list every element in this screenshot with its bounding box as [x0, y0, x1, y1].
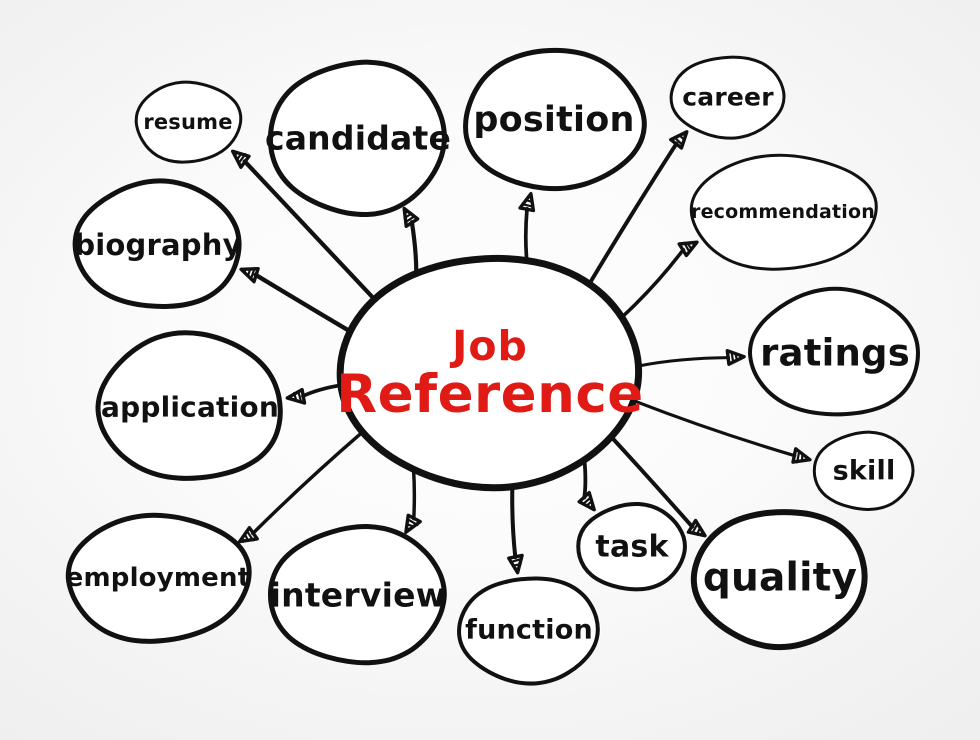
node-fill-skill: [814, 433, 914, 511]
arrowhead-icon: [518, 192, 536, 213]
node-bubble-task[interactable]: [576, 501, 687, 592]
node-fill-interview: [270, 527, 445, 664]
node-fill-position: [467, 49, 645, 190]
connector-job-reference-to-interview: [411, 468, 417, 521]
arrowhead-icon: [239, 267, 260, 284]
node-bubble-biography[interactable]: [72, 178, 242, 310]
connector-job-reference-to-application: [301, 383, 343, 398]
node-bubble-interview[interactable]: [267, 524, 447, 666]
node-bubble-skill[interactable]: [812, 430, 915, 511]
node-fill-task: [578, 503, 686, 589]
node-bubble-resume[interactable]: [134, 80, 243, 164]
connector-job-reference-to-skill: [633, 399, 797, 458]
node-bubble-application[interactable]: [95, 330, 283, 481]
arrowhead-icon: [577, 490, 596, 512]
arrowhead-icon: [507, 553, 524, 575]
node-bubble-position[interactable]: [463, 47, 647, 192]
connector-job-reference-to-function: [510, 482, 518, 560]
arrowhead-icon: [669, 130, 689, 150]
node-fill-recommendation: [691, 153, 874, 269]
arrowhead-icon: [677, 240, 699, 258]
connector-job-reference-to-candidate: [409, 220, 419, 275]
node-fill-function: [459, 577, 602, 682]
connector-job-reference-to-quality: [610, 436, 695, 529]
arrowhead-icon: [402, 206, 420, 228]
connector-job-reference-to-position: [523, 206, 529, 264]
node-bubble-employment[interactable]: [65, 512, 252, 644]
arrowhead-icon: [791, 447, 812, 464]
arrowhead-icon: [231, 149, 251, 169]
arrowhead-icon: [285, 387, 307, 405]
connector-job-reference-to-ratings: [638, 356, 731, 368]
node-fill-application: [98, 335, 284, 479]
node-bubble-quality[interactable]: [690, 509, 868, 651]
connector-job-reference-to-recommendation: [619, 247, 686, 320]
node-bubbles-group: [65, 47, 920, 686]
connector-job-reference-to-task: [582, 458, 588, 500]
node-bubble-ratings[interactable]: [748, 286, 920, 417]
node-fill-biography: [74, 183, 242, 308]
connector-job-reference-to-biography: [253, 272, 353, 334]
connector-job-reference-to-employment: [251, 430, 365, 536]
node-bubble-career[interactable]: [669, 55, 786, 140]
arrowhead-icon: [686, 518, 707, 538]
node-fill-quality: [694, 509, 865, 646]
node-fill-candidate: [270, 61, 445, 214]
arrowhead-icon: [404, 513, 422, 534]
node-fill-employment: [67, 515, 248, 643]
arrowhead-icon: [237, 526, 259, 544]
arrowhead-icon: [725, 349, 746, 366]
node-bubble-candidate[interactable]: [267, 59, 447, 218]
node-fill-ratings: [750, 289, 919, 416]
node-bubble-job-reference[interactable]: [336, 254, 643, 492]
node-bubble-recommendation[interactable]: [689, 153, 878, 271]
node-fill-resume: [136, 80, 240, 162]
node-fill-job-reference: [339, 258, 640, 488]
connector-edges-group: [231, 130, 812, 575]
node-fill-career: [671, 55, 784, 138]
connector-job-reference-to-resume: [242, 159, 377, 302]
connector-job-reference-to-career: [586, 141, 679, 288]
node-bubble-function[interactable]: [457, 576, 600, 686]
